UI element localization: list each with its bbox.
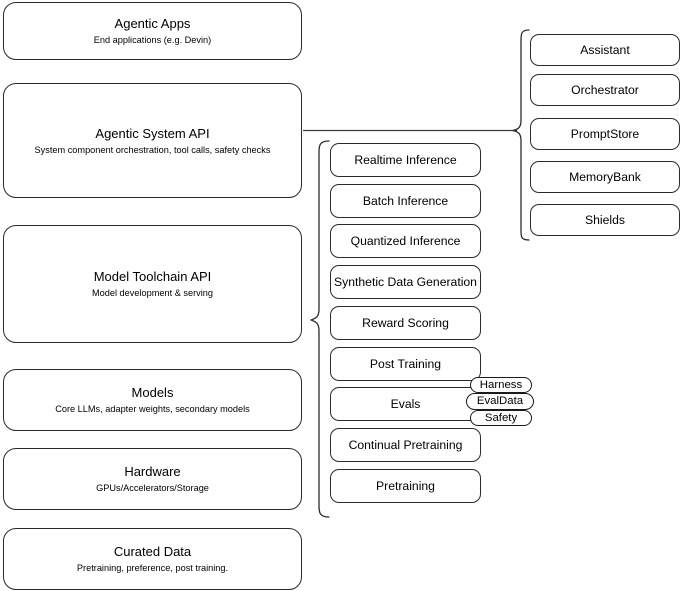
eval-pill-evaldata[interactable]: EvalData [466, 393, 534, 410]
component-orchestrator[interactable]: Orchestrator [530, 74, 680, 106]
capability-label: Pretraining [376, 478, 435, 493]
capability-label: Realtime Inference [354, 152, 457, 167]
capability-batch-inference[interactable]: Batch Inference [330, 184, 481, 218]
component-assistant[interactable]: Assistant [530, 34, 680, 66]
capability-continual-pretraining[interactable]: Continual Pretraining [330, 428, 481, 462]
layer-subtitle: System component orchestration, tool cal… [34, 144, 271, 155]
layer-title: Agentic System API [95, 125, 210, 141]
layer-subtitle: End applications (e.g. Devin) [93, 35, 212, 45]
component-label: Shields [585, 212, 625, 227]
component-promptstore[interactable]: PromptStore [530, 118, 680, 150]
capability-label: Batch Inference [362, 193, 449, 208]
agentic-system-brace [512, 29, 530, 241]
capability-label: Synthetic Data Generation [334, 274, 477, 289]
capability-realtime-inference[interactable]: Realtime Inference [330, 143, 481, 177]
capability-label: Post Training [369, 356, 442, 371]
eval-pill-safety[interactable]: Safety [470, 410, 532, 426]
capability-quantized-inference[interactable]: Quantized Inference [330, 224, 481, 258]
component-label: MemoryBank [569, 169, 641, 184]
layer-model-toolchain-api[interactable]: Model Toolchain API Model development & … [3, 225, 302, 343]
eval-pill-label: Harness [479, 378, 523, 391]
eval-pill-harness[interactable]: Harness [470, 377, 532, 393]
capability-pretraining[interactable]: Pretraining [330, 469, 481, 503]
eval-pill-label: EvalData [476, 395, 524, 407]
layer-subtitle: Pretraining, preference, post training. [76, 563, 229, 573]
eval-pill-label: Safety [484, 411, 518, 424]
capability-post-training[interactable]: Post Training [330, 347, 481, 381]
component-shields[interactable]: Shields [530, 204, 680, 236]
component-label: Assistant [580, 42, 630, 57]
layer-agentic-system-api[interactable]: Agentic System API System component orch… [3, 83, 302, 198]
capability-label: Reward Scoring [362, 315, 449, 330]
component-label: PromptStore [570, 126, 640, 141]
capability-reward-scoring[interactable]: Reward Scoring [330, 306, 481, 340]
layer-title: Models [131, 385, 174, 400]
capability-evals[interactable]: Evals [330, 387, 481, 421]
layer-subtitle: Core LLMs, adapter weights, secondary mo… [55, 404, 250, 414]
model-toolchain-brace [310, 140, 330, 518]
layer-subtitle: Model development & serving [91, 288, 214, 298]
layer-title: Curated Data [113, 544, 192, 559]
layer-title: Model Toolchain API [93, 269, 212, 284]
layer-title: Agentic Apps [114, 16, 191, 31]
layer-title: Hardware [124, 464, 181, 479]
layer-models[interactable]: Models Core LLMs, adapter weights, secon… [3, 369, 302, 431]
layer-hardware[interactable]: Hardware GPUs/Accelerators/Storage [3, 448, 302, 510]
capability-label: Evals [390, 396, 421, 411]
component-label: Orchestrator [571, 82, 639, 97]
component-memorybank[interactable]: MemoryBank [530, 161, 680, 193]
layer-subtitle: GPUs/Accelerators/Storage [96, 483, 209, 493]
layer-curated-data[interactable]: Curated Data Pretraining, preference, po… [3, 528, 302, 590]
capability-label: Quantized Inference [350, 233, 461, 248]
layer-agentic-apps[interactable]: Agentic Apps End applications (e.g. Devi… [3, 2, 302, 60]
capability-synthetic-data-generation[interactable]: Synthetic Data Generation [330, 265, 481, 299]
capability-label: Continual Pretraining [348, 437, 463, 452]
